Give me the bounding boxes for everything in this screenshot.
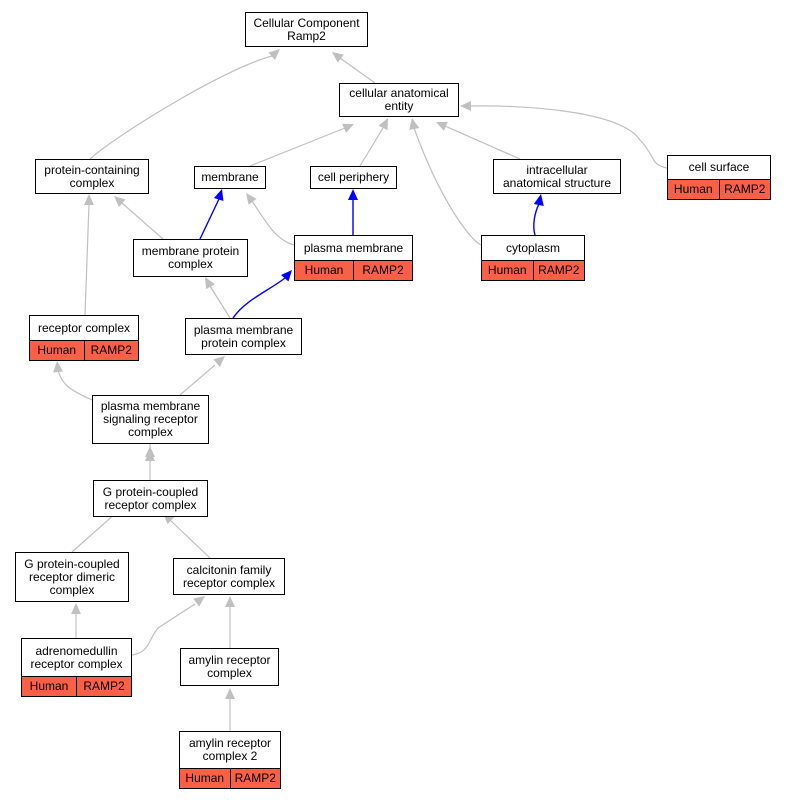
- node-cell-surface[interactable]: cell surface Human RAMP2: [667, 155, 771, 200]
- arrowhead: [378, 118, 388, 131]
- arrowhead: [460, 101, 471, 111]
- node-amylin-receptor-complex[interactable]: amylin receptor complex: [180, 648, 279, 686]
- node-label: G protein-coupled receptor complex: [102, 484, 199, 512]
- arrowhead: [225, 688, 235, 699]
- arrowhead: [145, 446, 155, 457]
- edge-recc-to-pcc: [84, 203, 90, 316]
- node-label: plasma membrane signaling receptor compl…: [100, 399, 201, 439]
- node-label: membrane protein complex: [141, 244, 240, 271]
- gene-cell: RAMP2: [229, 769, 281, 788]
- edge-cyto-to-ias: [533, 203, 540, 236]
- node-label: amylin receptor complex: [188, 653, 271, 680]
- node-cellular-anatomical-entity[interactable]: cellular anatomical entity: [339, 83, 459, 117]
- gene-cell: RAMP2: [532, 261, 585, 280]
- node-label: cytoplasm: [505, 240, 561, 255]
- node-label: plasma membrane protein complex: [193, 322, 294, 350]
- node-label: adrenomedullin receptor complex: [30, 643, 123, 671]
- node-label: membrane: [201, 170, 259, 184]
- arrowhead: [225, 596, 235, 607]
- annotation-row: Human RAMP2: [482, 260, 584, 280]
- arrowhead: [332, 52, 344, 63]
- node-adrenomedullin-receptor-complex[interactable]: adrenomedullin receptor complex Human RA…: [21, 638, 132, 697]
- node-label: calcitonin family receptor complex: [182, 562, 276, 590]
- node-label: plasma membrane: [303, 240, 404, 255]
- annotation-row: Human RAMP2: [30, 340, 138, 360]
- gene-cell: RAMP2: [353, 261, 412, 280]
- edge-cellper-to-cae: [359, 127, 384, 167]
- edge-pmpc-to-mpc: [209, 285, 231, 319]
- species-cell: Human: [29, 679, 69, 693]
- node-cytoplasm[interactable]: cytoplasm Human RAMP2: [481, 235, 585, 281]
- node-calcitonin-family-receptor-complex[interactable]: calcitonin family receptor complex: [173, 558, 285, 595]
- arrowhead: [53, 361, 64, 373]
- node-label: receptor complex: [37, 320, 131, 335]
- edge-admrc-to-cfrc: [131, 603, 196, 656]
- arrowhead: [213, 356, 225, 367]
- node-receptor-complex[interactable]: receptor complex Human RAMP2: [29, 315, 139, 361]
- annotation-row: Human RAMP2: [22, 676, 131, 696]
- node-label: cell surface: [688, 160, 750, 174]
- edge-cfrc-to-gpcrc: [169, 519, 211, 559]
- arrowhead: [114, 196, 126, 208]
- edge-mpc-to-membrane: [199, 198, 220, 240]
- node-membrane-protein-complex[interactable]: membrane protein complex: [133, 239, 248, 277]
- annotation-row: Human RAMP2: [668, 179, 770, 199]
- node-plasma-membrane-protein-complex[interactable]: plasma membrane protein complex: [185, 318, 302, 355]
- edge-mpc-to-pcc: [121, 202, 164, 240]
- species-cell: Human: [37, 343, 77, 357]
- arrowhead: [342, 123, 354, 133]
- gene-cell: RAMP2: [83, 341, 139, 360]
- node-label: intracellular anatomical structure: [502, 162, 612, 190]
- node-intracellular-anatomical-structure[interactable]: intracellular anatomical structure: [493, 159, 621, 194]
- arrowhead: [205, 277, 215, 290]
- edge-pmsrc-to-pmpc: [179, 364, 216, 396]
- edge-cyto-to-cae: [413, 127, 482, 246]
- node-label: cell periphery: [317, 170, 390, 184]
- species-cell: Human: [487, 263, 527, 277]
- arrowhead: [71, 603, 81, 614]
- edge-cellsurf-to-cae: [469, 105, 668, 169]
- node-cell-periphery[interactable]: cell periphery: [310, 166, 397, 189]
- edge-pcc-to-root: [89, 55, 273, 160]
- arrowhead: [280, 270, 292, 282]
- edge-membrane-to-cae: [249, 127, 346, 167]
- arrowhead: [409, 118, 420, 130]
- node-plasma-membrane[interactable]: plasma membrane Human RAMP2: [294, 235, 413, 281]
- node-cellular-component-root[interactable]: Cellular Component Ramp2: [245, 12, 368, 47]
- arrowhead: [246, 193, 257, 205]
- node-label: cellular anatomical entity: [349, 86, 449, 113]
- arrowhead: [348, 189, 358, 200]
- node-g-protein-coupled-receptor-complex[interactable]: G protein-coupled receptor complex: [93, 480, 208, 517]
- gene-cell: RAMP2: [76, 677, 131, 696]
- node-membrane[interactable]: membrane: [194, 166, 266, 189]
- arrowhead: [193, 596, 205, 607]
- node-g-protein-coupled-receptor-dimeric-complex[interactable]: G protein-coupled receptor dimeric compl…: [15, 552, 129, 602]
- arrowhead: [436, 121, 448, 131]
- node-amylin-receptor-complex-2[interactable]: amylin receptor complex 2 Human RAMP2: [179, 731, 281, 789]
- node-label: Cellular Component Ramp2: [253, 15, 360, 43]
- node-label: amylin receptor complex 2: [188, 736, 272, 763]
- edge-pmsrc-to-recc: [57, 369, 93, 401]
- gene-cell: RAMP2: [718, 180, 771, 199]
- node-label: G protein-coupled receptor dimeric compl…: [24, 556, 120, 597]
- arrowhead: [213, 189, 224, 201]
- node-label: protein-containing complex: [44, 162, 140, 190]
- species-cell: Human: [185, 771, 225, 785]
- edge-ias-to-cae: [444, 125, 521, 160]
- species-cell: Human: [673, 182, 713, 196]
- arrowhead: [268, 49, 280, 61]
- species-cell: Human: [304, 263, 344, 277]
- node-plasma-membrane-signaling-receptor-complex[interactable]: plasma membrane signaling receptor compl…: [92, 395, 209, 444]
- annotation-row: Human RAMP2: [180, 768, 280, 788]
- edge-pm-to-membrane: [251, 200, 295, 246]
- arrowhead: [84, 194, 94, 205]
- node-protein-containing-complex[interactable]: protein-containing complex: [35, 159, 149, 194]
- arrowhead: [533, 194, 544, 206]
- edge-cae-to-root: [339, 57, 376, 84]
- edge-pmpc-to-pm: [232, 277, 286, 319]
- annotation-row: Human RAMP2: [295, 260, 412, 280]
